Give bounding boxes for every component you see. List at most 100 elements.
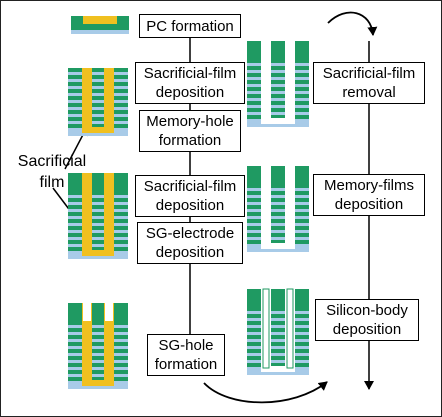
electrode-layer — [68, 89, 128, 93]
electrode-layer — [247, 115, 309, 119]
pipe-connection — [261, 366, 295, 372]
electrode-layer — [68, 349, 128, 353]
top-curve-arrow — [327, 11, 378, 36]
electrode-layer — [247, 356, 309, 360]
electrode-layer — [68, 212, 128, 216]
dielectric-layer — [247, 63, 309, 66]
electrode-layer — [247, 233, 309, 237]
electrode-layer — [247, 205, 309, 209]
stack-after-memory-hole — [68, 68, 128, 136]
base-layer — [68, 384, 128, 389]
electrode-layer — [68, 124, 128, 128]
memory-film-outline — [262, 288, 270, 369]
electrode-layer — [68, 342, 128, 346]
dielectric-layer — [247, 237, 309, 240]
electrode-layer — [247, 66, 309, 70]
step-sacrificial-film-deposition-1: Sacrificial-film deposition — [135, 62, 245, 104]
dielectric-layer — [68, 202, 128, 205]
electrode-layer — [247, 108, 309, 112]
pc-formation-structure — [71, 16, 129, 34]
electrode-layer — [247, 349, 309, 353]
dielectric-layer — [68, 72, 128, 75]
dielectric-layer — [68, 223, 128, 226]
dielectric-layer — [68, 86, 128, 89]
dielectric-layer — [68, 237, 128, 240]
sacrificial-bridge — [82, 127, 114, 133]
pc-sacrificial-fill — [83, 16, 117, 24]
electrode-layer — [68, 226, 128, 230]
dielectric-layer — [247, 318, 309, 321]
dielectric-layer — [68, 367, 128, 370]
electrode-layer — [247, 94, 309, 98]
dielectric-layer — [247, 230, 309, 233]
dielectric-layer — [247, 70, 309, 73]
stack-after-silicon-body — [247, 288, 309, 375]
sacrificial-pillar — [104, 303, 114, 386]
dielectric-layer — [68, 325, 128, 328]
memory-film-outline — [286, 288, 294, 369]
dielectric-layer — [247, 360, 309, 363]
step-sg-electrode-deposition: SG-electrode deposition — [137, 222, 243, 264]
stack-after-sg-electrode — [68, 173, 128, 259]
base-layer — [247, 122, 309, 127]
electrode-layer — [247, 80, 309, 84]
electrode-layer — [247, 101, 309, 105]
step-memory-films-deposition: Memory-films deposition — [313, 174, 425, 216]
dielectric-layer — [68, 332, 128, 335]
dielectric-layer — [68, 360, 128, 363]
stack-after-sacrificial-removal — [247, 41, 309, 127]
electrode-layer — [68, 68, 128, 72]
dielectric-layer — [247, 195, 309, 198]
electrode-layer — [247, 198, 309, 202]
dielectric-layer — [247, 332, 309, 335]
electrode-layer — [68, 321, 128, 325]
sacrificial-pillar — [104, 173, 114, 256]
electrode-layer — [68, 117, 128, 121]
electrode-layer — [247, 87, 309, 91]
electrode-layer — [68, 110, 128, 114]
dielectric-layer — [247, 77, 309, 80]
step-sacrificial-film-deposition-2: Sacrificial-film deposition — [135, 175, 245, 217]
electrode-layer — [68, 328, 128, 332]
sg-hole — [105, 303, 113, 321]
dielectric-layer — [247, 91, 309, 94]
electrode-layer — [247, 321, 309, 325]
sacrificial-pillar — [82, 303, 92, 386]
dielectric-layer — [68, 114, 128, 117]
dielectric-layer — [247, 84, 309, 87]
dielectric-layer — [68, 195, 128, 198]
step-sg-hole-formation: SG-hole formation — [147, 334, 225, 376]
sacrificial-pillar — [104, 68, 114, 133]
electrode-layer — [247, 59, 309, 63]
sg-electrode-layer — [247, 166, 309, 184]
dielectric-layer — [247, 311, 309, 314]
sacrificial-pillar — [82, 173, 92, 256]
sg-electrode-layer — [247, 41, 309, 59]
electrode-layer — [247, 328, 309, 332]
memory-hole — [261, 166, 271, 249]
dielectric-layer — [247, 346, 309, 349]
pipe-connection — [261, 118, 295, 124]
electrode-layer — [68, 377, 128, 381]
dielectric-layer — [247, 105, 309, 108]
electrode-layer — [247, 184, 309, 188]
dielectric-layer — [68, 121, 128, 124]
electrode-layer — [68, 370, 128, 374]
memory-hole — [285, 166, 295, 249]
pipe-connection — [261, 243, 295, 249]
base-layer — [68, 254, 128, 259]
dielectric-layer — [247, 209, 309, 212]
electrode-layer — [247, 240, 309, 244]
dielectric-layer — [247, 339, 309, 342]
electrode-layer — [68, 75, 128, 79]
electrode-layer — [68, 335, 128, 339]
bottom-curve-arrow — [203, 381, 328, 404]
step-pc-formation: PC formation — [139, 14, 241, 38]
dielectric-layer — [68, 339, 128, 342]
dielectric-layer — [247, 188, 309, 191]
electrode-layer — [68, 356, 128, 360]
memory-hole — [285, 41, 295, 124]
electrode-layer — [247, 191, 309, 195]
electrode-layer — [68, 219, 128, 223]
